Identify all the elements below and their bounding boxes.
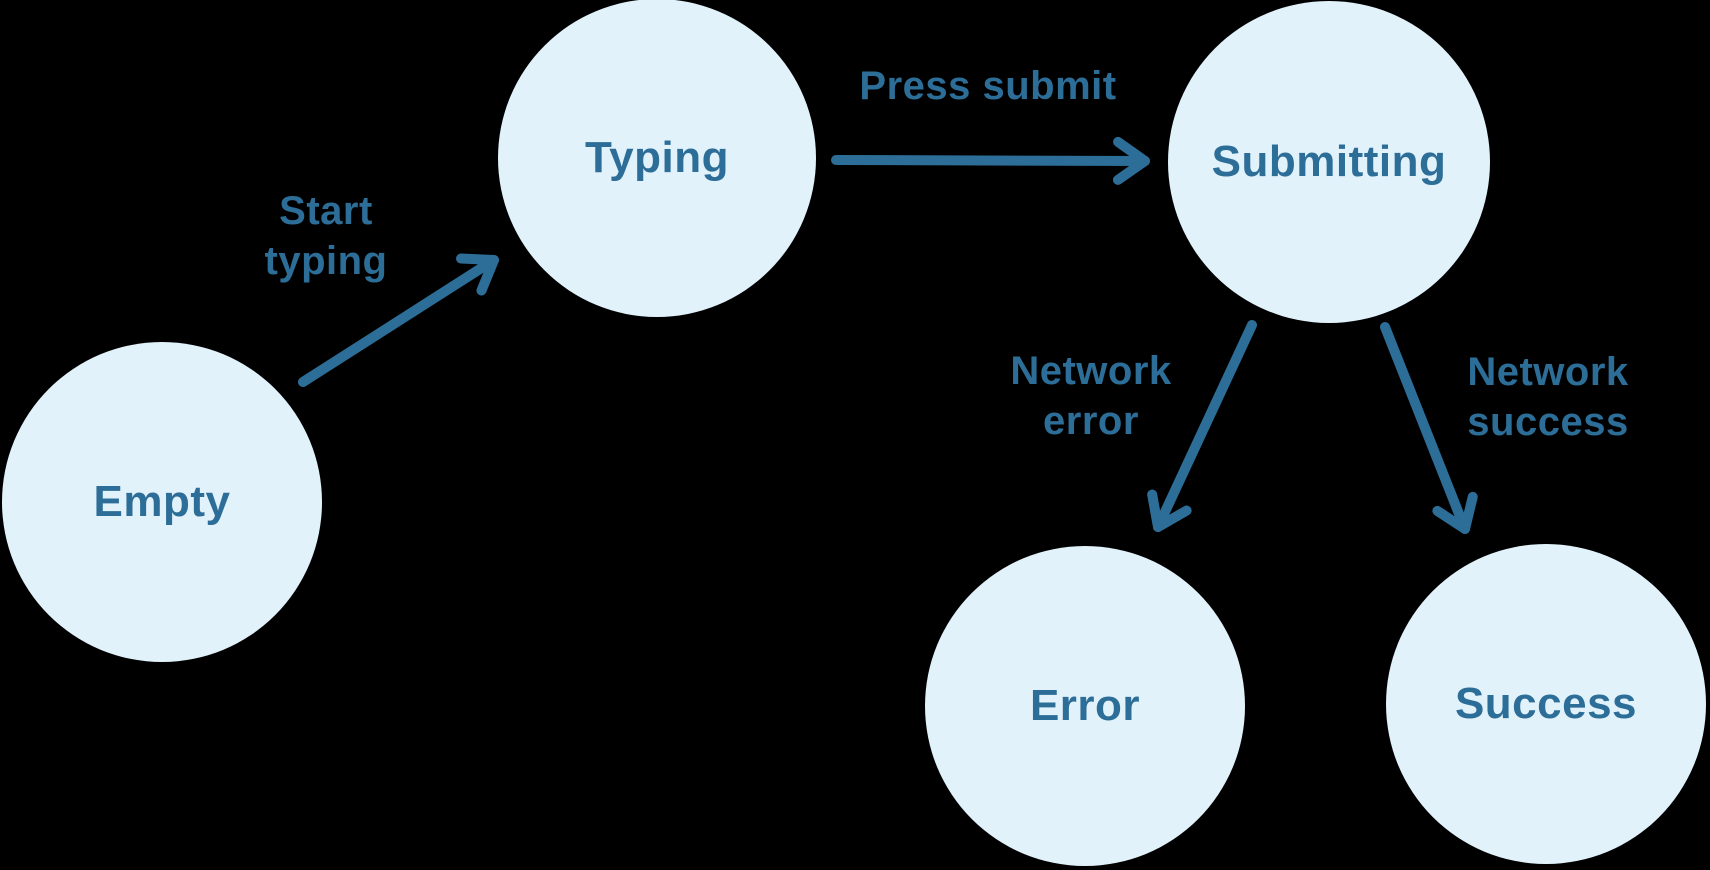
transition-arrow-press-submit bbox=[831, 136, 1150, 185]
transition-label-press-submit: Press submit bbox=[859, 64, 1117, 108]
state-node-empty: Empty bbox=[2, 342, 322, 662]
state-label-submitting: Submitting bbox=[1211, 137, 1447, 186]
state-label-empty: Empty bbox=[93, 477, 231, 526]
transition-arrow-network-success bbox=[1380, 322, 1478, 534]
transition-label-network-error: Network error bbox=[1010, 349, 1172, 443]
transition-arrow-start-typing bbox=[298, 253, 499, 387]
state-label-success: Success bbox=[1454, 679, 1638, 728]
state-label-typing: Typing bbox=[585, 133, 729, 182]
state-node-typing: Typing bbox=[498, 0, 816, 317]
state-node-error: Error bbox=[925, 546, 1245, 866]
state-node-submitting: Submitting bbox=[1168, 1, 1490, 323]
transition-label-network-success: Network success bbox=[1467, 350, 1629, 444]
transition-label-start-typing: Start typing bbox=[264, 189, 388, 283]
transition-arrow-network-error bbox=[1147, 320, 1257, 532]
state-label-error: Error bbox=[1029, 681, 1141, 730]
state-node-success: Success bbox=[1386, 544, 1706, 864]
